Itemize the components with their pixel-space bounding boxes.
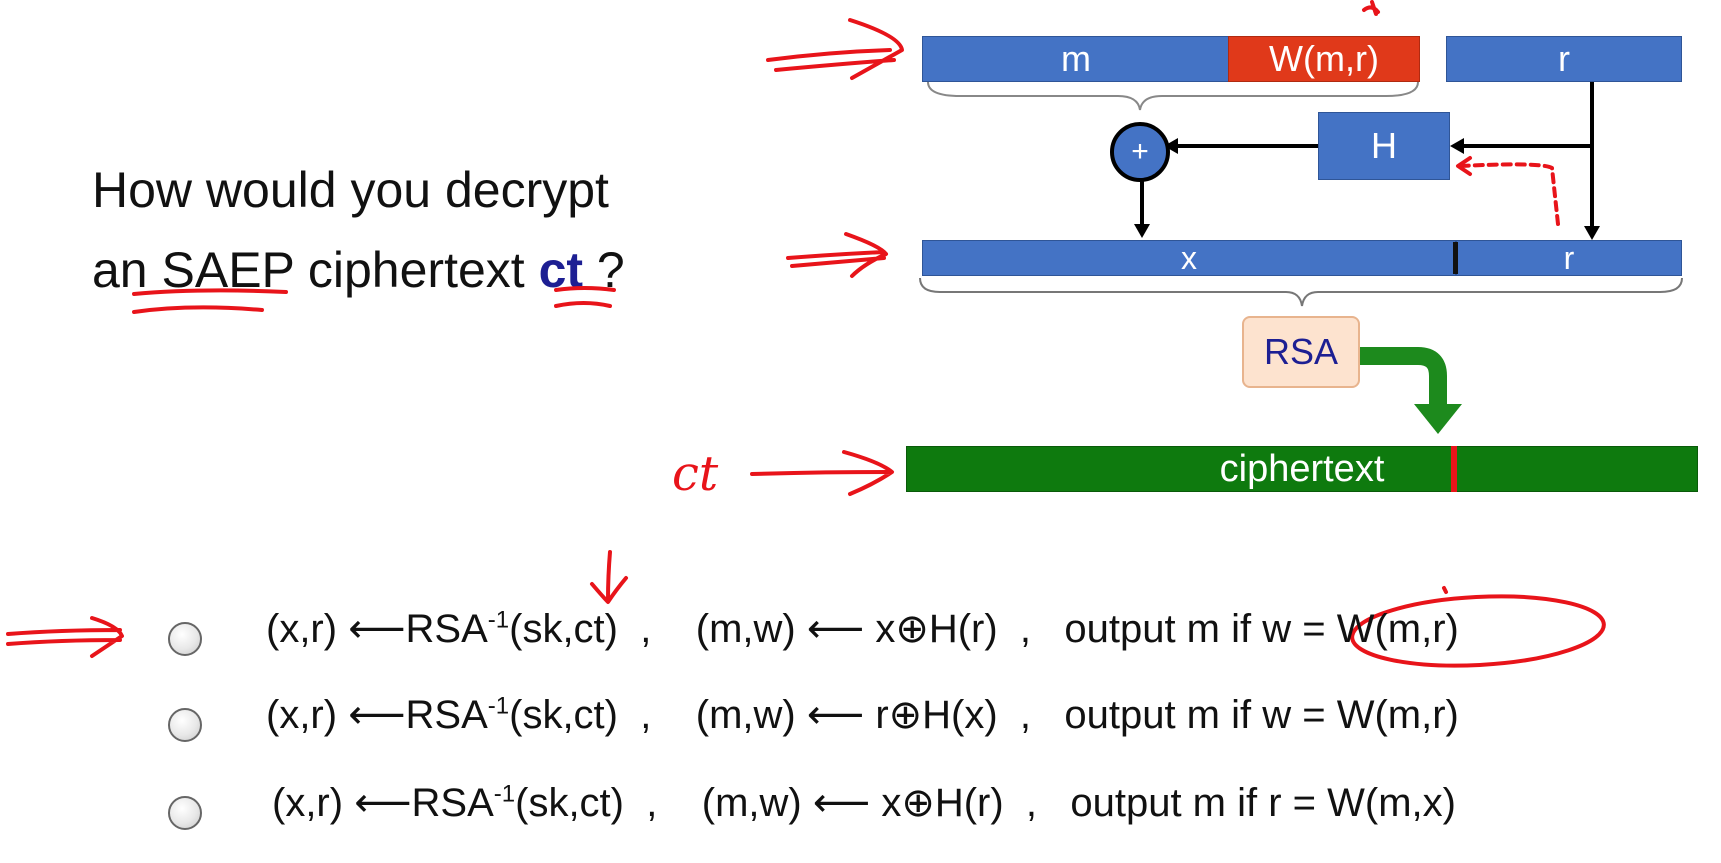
option-3-radio[interactable] [168,796,202,830]
r-top-block: r [1446,36,1682,82]
option-1-text[interactable]: (x,r) ⟵RSA-1(sk,ct) , (m,w) ⟵ x⊕H(r) , o… [266,606,1459,652]
option-3-cond: r = W(m,x) [1268,781,1456,825]
bottom-brace [919,277,1683,307]
annotation-arrow-option [6,616,124,658]
annotation-dashed-arrowhead [1456,156,1472,176]
question-line-2-prefix: an SAEP ciphertext [92,242,539,298]
xor-to-x-arrowhead [1134,224,1150,238]
m-block: m [922,36,1230,82]
option-2-left: (x,r) ⟵RSA [266,693,488,737]
option-1-cond: w = W(m,r) [1262,607,1459,651]
xor-node: + [1110,122,1170,182]
top-brace [927,81,1419,111]
rsa-to-cipher-arrowhead [1414,404,1462,434]
r-mid-label: r [1563,239,1575,276]
r-top-label: r [1558,38,1570,79]
annotation-tick-circle [1442,586,1448,594]
h-to-xor-arrowhead [1164,138,1178,154]
option-2-sup: -1 [487,692,510,720]
annotation-underline-ct [554,286,616,308]
annotation-underline-saep [132,288,288,314]
rsa-to-cipher-arrow [1360,347,1447,404]
xor-symbol: + [1131,135,1149,168]
annotation-arrow-mid [786,232,888,278]
m-label: m [1061,38,1091,79]
w-label: W(m,r) [1269,38,1379,79]
annotation-down-arrow [590,550,628,604]
r-down-arrowhead [1584,226,1600,240]
ciphertext-block: ciphertext [906,446,1698,492]
handwritten-ct: ct [672,446,719,502]
rsa-label: RSA [1263,331,1339,372]
ciphertext-red-mark [1451,446,1457,492]
h-block: H [1318,112,1450,180]
annotation-arrow-ct [750,450,894,496]
r-to-h-arrowhead [1450,138,1464,154]
h-label: H [1371,125,1397,166]
option-1-sup: -1 [487,606,510,634]
question-line-2: an SAEP ciphertext ct ? [92,230,625,310]
x-block: x [922,240,1456,276]
option-2-cond: w = W(m,r) [1262,693,1459,737]
option-1-mid: (sk,ct) , (m,w) ⟵ x⊕H(r) , output m if [509,607,1263,651]
option-3-sup: -1 [493,780,516,808]
option-2-text[interactable]: (x,r) ⟵RSA-1(sk,ct) , (m,w) ⟵ r⊕H(x) , o… [266,692,1459,738]
option-1-left: (x,r) ⟵RSA [266,607,488,651]
annotation-circle [1350,594,1606,668]
ciphertext-label: ciphertext [1219,447,1385,490]
annotation-arrow-top [766,18,904,80]
question-line-1: How would you decrypt [92,162,609,218]
option-3-text[interactable]: (x,r) ⟵RSA-1(sk,ct) , (m,w) ⟵ x⊕H(r) , o… [272,780,1456,826]
option-3-left: (x,r) ⟵RSA [272,781,494,825]
annotation-dashed-arrow [1458,162,1560,226]
option-2-radio[interactable] [168,708,202,742]
question-text: How would you decrypt an SAEP ciphertext… [92,150,625,310]
annotation-mark-top [1362,0,1380,16]
option-2-mid: (sk,ct) , (m,w) ⟵ r⊕H(x) , output m if [509,693,1263,737]
rsa-box: RSA [1242,316,1360,388]
x-label: x [1181,239,1197,276]
r-mid-block: r [1456,240,1682,276]
w-block: W(m,r) [1228,36,1420,82]
x-r-divider [1453,242,1458,274]
option-3-mid: (sk,ct) , (m,w) ⟵ x⊕H(r) , output m if [515,781,1269,825]
option-1-radio[interactable] [168,622,202,656]
